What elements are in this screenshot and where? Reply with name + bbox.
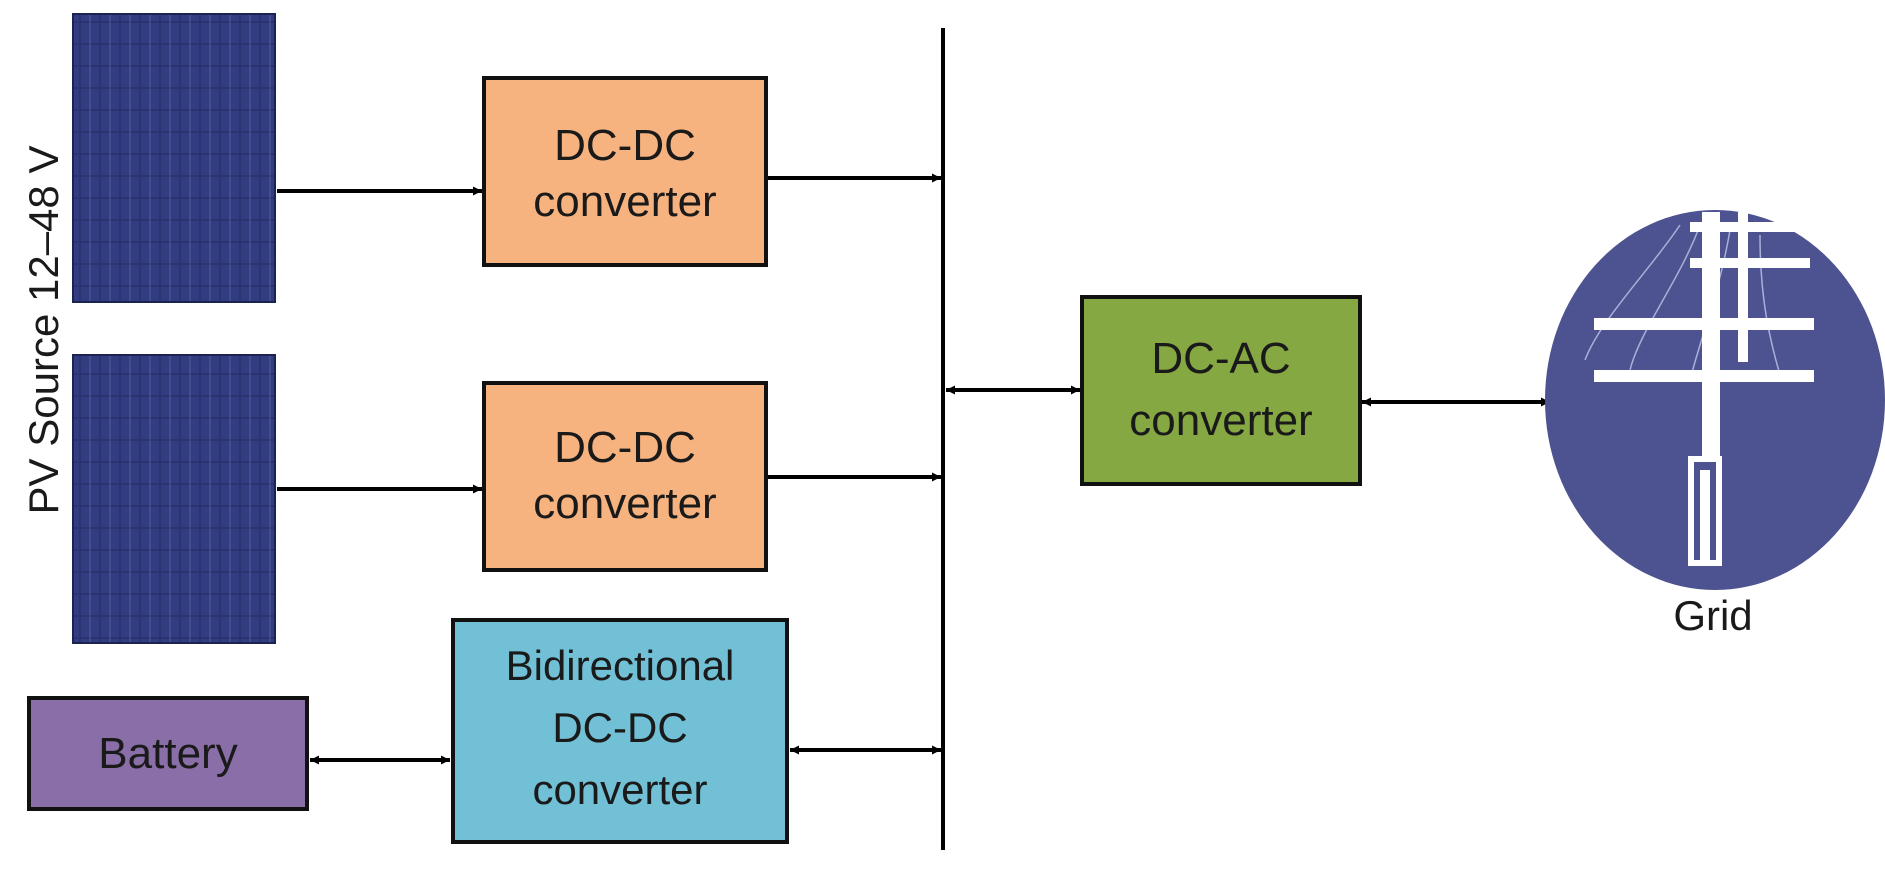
dcac-line1: DC-AC [1151, 334, 1290, 383]
dcdc-mid-line2: converter [533, 479, 716, 528]
dcdc-converter-top: DC-DC converter [482, 76, 768, 267]
pv-panel-bottom [72, 354, 276, 644]
bidir-line1: Bidirectional [506, 642, 735, 689]
battery-label: Battery [98, 729, 237, 778]
bidir-line3: converter [532, 766, 707, 813]
dcdc-converter-middle: DC-DC converter [482, 381, 768, 572]
dcac-line2: converter [1129, 396, 1312, 445]
pv-panel-top [72, 13, 276, 303]
grid-icon [1545, 210, 1885, 590]
dcdc-top-line2: converter [533, 177, 716, 226]
battery-block: Battery [27, 696, 309, 811]
dcac-converter: DC-AC converter [1080, 295, 1362, 486]
dcdc-mid-line1: DC-DC [554, 423, 696, 472]
pv-source-label: PV Source 12–48 V [20, 146, 67, 515]
bidir-line2: DC-DC [552, 704, 687, 751]
dcdc-top-line1: DC-DC [554, 121, 696, 170]
grid-label: Grid [1673, 592, 1752, 639]
bidirectional-converter: Bidirectional DC-DC converter [451, 618, 789, 844]
